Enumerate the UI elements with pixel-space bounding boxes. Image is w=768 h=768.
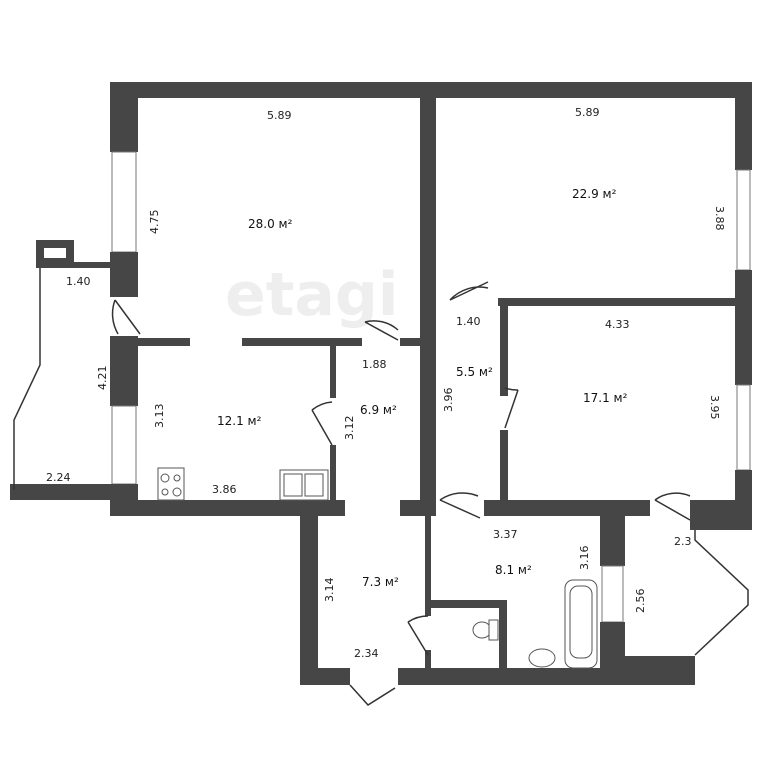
balcony-right-glazing — [694, 530, 749, 656]
dim-label: 3.12 — [343, 416, 356, 441]
sink-icon — [279, 469, 329, 501]
dim-label: 4.75 — [148, 210, 161, 235]
room-area-22-9: 22.9 м² — [572, 187, 617, 201]
room-area-6-9: 6.9 м² — [360, 403, 397, 417]
dim-label: 3.88 — [713, 206, 726, 231]
walls — [10, 82, 752, 685]
dim-label: 3.86 — [212, 483, 237, 496]
doors — [111, 281, 691, 706]
dim-label: 3.95 — [708, 395, 721, 420]
dim-label: 2.34 — [354, 647, 379, 660]
room-area-12-1: 12.1 м² — [217, 414, 262, 428]
room-area-8-1: 8.1 м² — [495, 563, 532, 577]
dim-label: 3.96 — [442, 388, 455, 413]
stove-icon — [157, 467, 185, 501]
room-area-28: 28.0 м² — [248, 217, 293, 231]
room-area-7-3: 7.3 м² — [362, 575, 399, 589]
toilet-icon — [472, 619, 499, 641]
dim-label: 1.40 — [456, 315, 481, 328]
bathtub-icon — [564, 579, 598, 669]
dim-label: 3.14 — [323, 578, 336, 603]
room-labels: 28.0 м² 5.89 4.75 22.9 м² 5.89 3.88 17.1… — [46, 106, 726, 660]
room-area-5-5: 5.5 м² — [456, 365, 493, 379]
washbasin-icon — [528, 648, 556, 668]
dim-label: 4.33 — [605, 318, 630, 331]
dim-label: 2.56 — [634, 589, 647, 614]
dim-label: 3.37 — [493, 528, 518, 541]
watermark: etagi — [225, 260, 398, 330]
dim-label: 4.21 — [96, 366, 109, 391]
dim-label: 3.13 — [153, 404, 166, 429]
dim-label: 5.89 — [267, 109, 292, 122]
dim-label: 2.3 — [674, 535, 692, 548]
balcony-left-glazing — [13, 268, 41, 490]
dim-label: 5.89 — [575, 106, 600, 119]
room-area-17-1: 17.1 м² — [583, 391, 628, 405]
dim-label: 2.24 — [46, 471, 71, 484]
dim-label: 1.88 — [362, 358, 387, 371]
dim-label: 1.40 — [66, 275, 91, 288]
dim-label: 3.16 — [578, 546, 591, 571]
